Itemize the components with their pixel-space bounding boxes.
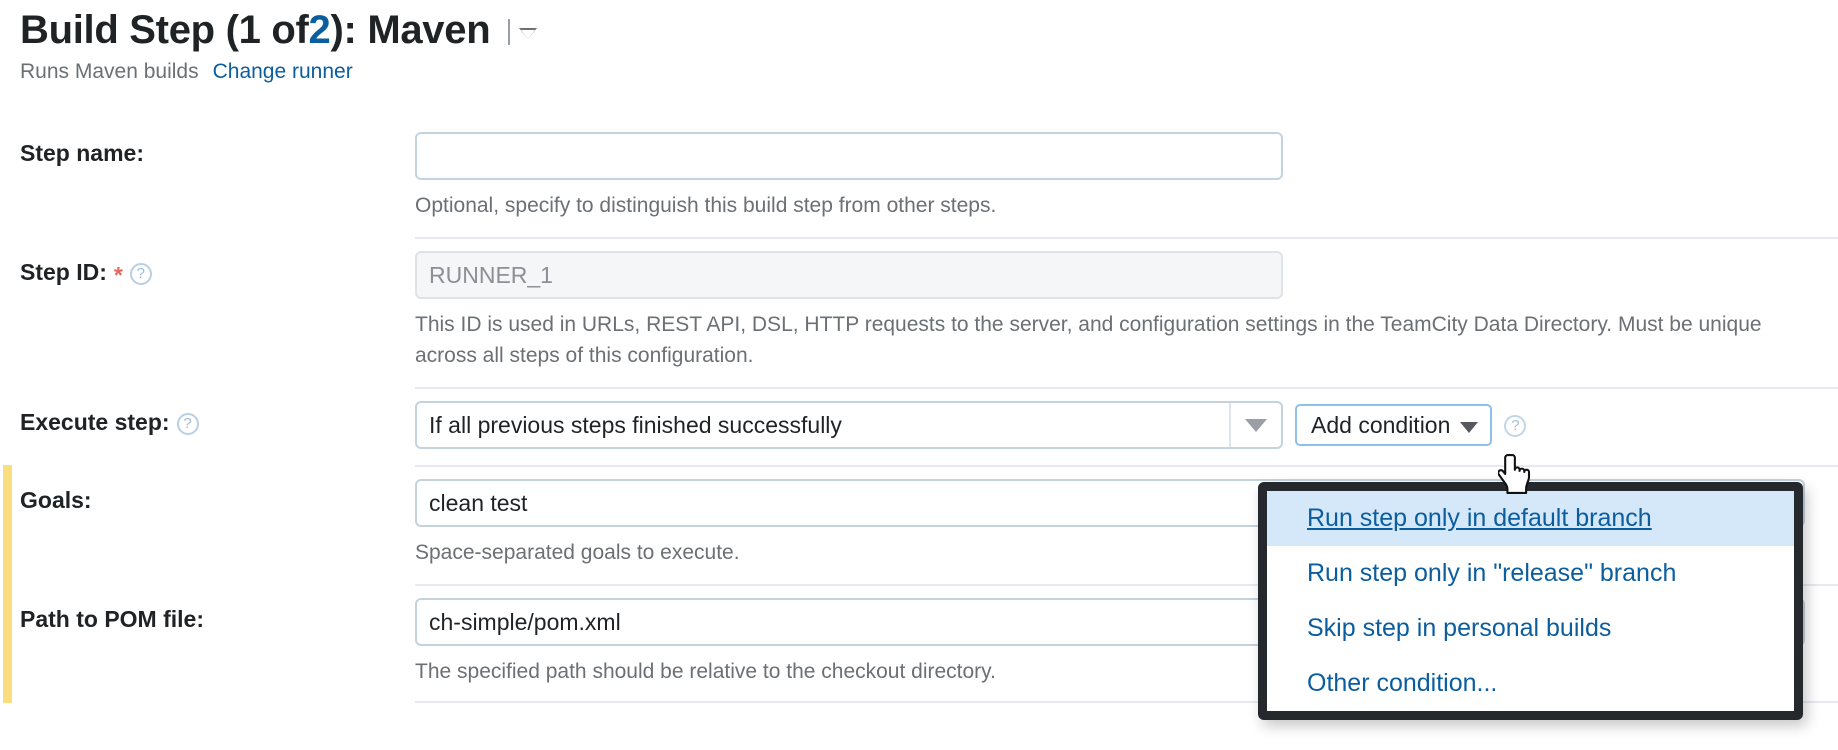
execute-step-controls: If all previous steps finished successfu…	[415, 401, 1818, 449]
menu-item-other-condition[interactable]: Other condition...	[1307, 669, 1498, 697]
goals-label: Goals:	[20, 487, 92, 513]
row-divider	[415, 584, 1838, 586]
page-header: Build Step (1 of 2): Maven Runs Maven bu…	[20, 6, 1520, 84]
form-row-step-name: Step name: Optional, specify to distingu…	[0, 118, 1838, 237]
execute-condition-selected-value: If all previous steps finished successfu…	[429, 411, 842, 438]
help-circle-icon[interactable]: ?	[1504, 415, 1527, 437]
help-circle-icon[interactable]: ?	[176, 412, 199, 435]
select-arrow-box[interactable]	[1229, 403, 1281, 447]
step-name-input[interactable]	[415, 132, 1283, 180]
page-title: Build Step (1 of 2): Maven	[20, 6, 1520, 54]
add-condition-label: Add condition	[1311, 411, 1451, 438]
chevron-down-icon	[1245, 418, 1267, 432]
modified-marker	[3, 465, 12, 584]
label-cell: Execute step: ?	[0, 387, 415, 436]
control-cell: This ID is used in URLs, REST API, DSL, …	[415, 237, 1838, 387]
control-cell: Optional, specify to distinguish this bu…	[415, 118, 1838, 237]
pom-path-label: Path to POM file:	[20, 606, 204, 632]
form-row-execute-step: Execute step: ? If all previous steps fi…	[0, 387, 1838, 465]
add-condition-button[interactable]: Add condition	[1295, 404, 1493, 446]
page-title-step-count: 2	[308, 8, 331, 52]
step-id-label: Step ID: * ?	[20, 259, 152, 288]
runner-description: Runs Maven builds	[20, 60, 199, 83]
form-row-step-id: Step ID: * ? This ID is used in URLs, RE…	[0, 237, 1838, 387]
row-divider	[415, 237, 1838, 239]
modified-marker	[3, 584, 12, 703]
add-condition-menu: Run step only in default branch Run step…	[1258, 482, 1803, 720]
label-cell: Path to POM file:	[0, 584, 415, 633]
menu-item-skip-personal-builds[interactable]: Skip step in personal builds	[1307, 614, 1612, 642]
execute-condition-select[interactable]: If all previous steps finished successfu…	[415, 401, 1283, 449]
step-name-hint: Optional, specify to distinguish this bu…	[415, 194, 997, 217]
required-asterisk: *	[113, 262, 123, 288]
row-divider	[415, 465, 1838, 467]
step-name-label: Step name:	[20, 140, 144, 166]
page-title-suffix: ): Maven	[330, 8, 491, 52]
goals-hint: Space-separated goals to execute.	[415, 541, 740, 564]
step-id-input[interactable]	[415, 251, 1283, 299]
row-divider	[415, 387, 1838, 389]
execute-step-label: Execute step: ?	[20, 409, 199, 436]
pom-path-hint: The specified path should be relative to…	[415, 660, 996, 683]
label-cell: Goals:	[0, 465, 415, 514]
title-separator	[508, 19, 511, 45]
menu-item-release-branch[interactable]: Run step only in "release" branch	[1307, 559, 1677, 587]
change-runner-link[interactable]: Change runner	[212, 60, 353, 83]
page-title-prefix: Build Step (1 of	[20, 8, 309, 52]
step-id-label-text: Step ID:	[20, 259, 107, 285]
chevron-down-icon[interactable]	[519, 27, 538, 39]
page-subheader: Runs Maven builds Change runner	[20, 60, 1520, 84]
control-cell: If all previous steps finished successfu…	[415, 387, 1838, 465]
row-divider-bottom	[415, 701, 1838, 703]
help-circle-icon[interactable]: ?	[129, 262, 152, 285]
execute-step-label-text: Execute step:	[20, 409, 170, 435]
menu-item-default-branch[interactable]: Run step only in default branch	[1267, 491, 1794, 546]
label-cell: Step ID: * ?	[0, 237, 415, 288]
chevron-down-icon	[1460, 421, 1479, 433]
label-cell: Step name:	[0, 118, 415, 167]
step-id-hint: This ID is used in URLs, REST API, DSL, …	[415, 313, 1762, 367]
